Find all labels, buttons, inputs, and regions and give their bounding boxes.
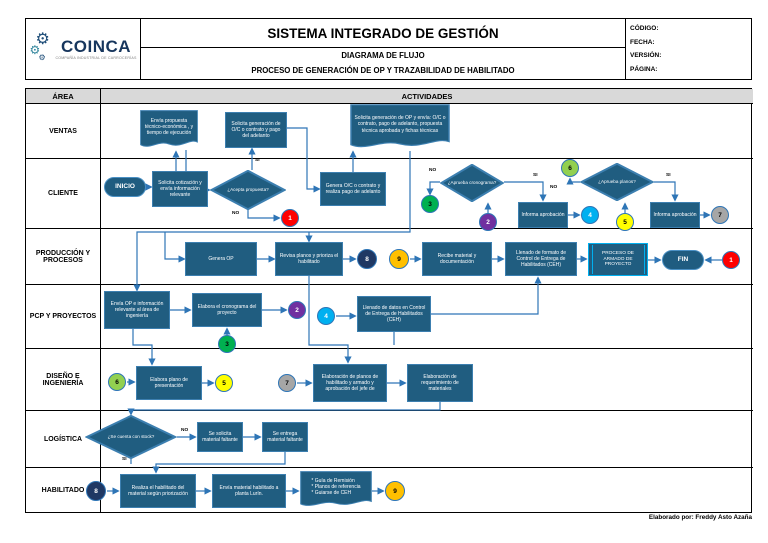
gear-icon: ⚙	[35, 31, 50, 48]
lane-pcp: PCP Y PROYECTOS	[26, 285, 753, 349]
meta-fecha: FECHA:	[630, 38, 655, 46]
lane-label-pcp: PCP Y PROYECTOS	[26, 285, 101, 348]
node-llenado-datos-ceh: Llenado de datos en Control de Entrega d…	[357, 296, 431, 332]
node-elaboracion-planos-habilitado: Elaboración de planos de habilitado y ar…	[313, 364, 387, 402]
edge-label-si: SI	[255, 158, 260, 163]
connector-circle-2-purple: 2	[288, 301, 306, 319]
edge-label-no: NO	[429, 168, 437, 173]
node-elaboracion-requerimiento: Elaboración de requerimiento de material…	[407, 364, 473, 402]
company-logo: ⚙ ⚙ ⚙ COINCA COMPAÑÍA INDUSTRIAL DE CARR…	[26, 19, 141, 79]
column-header-actividades: ACTIVIDADES	[401, 91, 453, 101]
connector-circle-3-green: 3	[218, 335, 236, 353]
lane-label-diseno: DISEÑO E INGENIERÍA	[26, 349, 101, 410]
node-solicita-generacion-oc: Solicita generación de O/C o contrato y …	[225, 112, 287, 148]
meta-codigo: CÓDIGO:	[630, 25, 659, 33]
node-genera-oc-contrato: Genera O/C o contrato y realiza pago de …	[320, 172, 386, 206]
node-solicita-cotizacion: Solicita cotización y envía información …	[152, 171, 208, 207]
meta-pagina: PÁGINA:	[630, 65, 658, 73]
node-elabora-cronograma: Elabora el cronograma del proyecto	[192, 293, 262, 327]
document-header: ⚙ ⚙ ⚙ COINCA COMPAÑÍA INDUSTRIAL DE CARR…	[25, 18, 752, 80]
node-realiza-habilitado: Realiza el habilitado del material según…	[120, 474, 196, 508]
connector-circle-4-cyan: 4	[317, 307, 335, 325]
connector-circle-2-purple: 2	[479, 213, 497, 231]
connector-circle-1-red: 1	[722, 251, 740, 269]
connector-circle-1-red: 1	[281, 209, 299, 227]
connector-circle-4-cyan: 4	[581, 206, 599, 224]
node-decision-stock: ¿Se cuenta con stock?	[85, 415, 177, 459]
page-subtitle-1: DIAGRAMA DE FLUJO	[341, 50, 425, 60]
table-header-row: ÁREA ACTIVIDADES	[26, 89, 753, 104]
logo-tagline: COMPAÑÍA INDUSTRIAL DE CARROCERÍAS	[55, 56, 137, 61]
node-proceso-armado-proyecto: PROCESO DE ARMADO DE PROYECTO	[588, 243, 648, 276]
lane-label-produccion: PRODUCCIÓN Y PROCESOS	[26, 229, 101, 284]
connector-circle-6-ltgreen: 6	[108, 373, 126, 391]
node-genera-op: Genera OP	[185, 242, 257, 276]
node-elabora-plano-presentacion: Elabora plano de presentación	[136, 366, 202, 400]
lane-label-ventas: VENTAS	[26, 104, 101, 158]
node-inicio: INICIO	[104, 177, 146, 197]
connector-circle-8-navy: 8	[86, 481, 106, 501]
node-recibe-material: Recibe material y documentación	[422, 242, 492, 276]
node-decision-aprueba-planos: ¿Aprueba planos?	[580, 163, 654, 201]
gear-icon: ⚙	[38, 53, 46, 62]
node-llenado-formato-ceh: Llenado de formato de Control de Entrega…	[505, 242, 577, 276]
node-decision-aprueba-cronograma: ¿Aprueba cronograma?	[440, 164, 504, 202]
node-entrega-material: Se entrega material faltante	[262, 422, 308, 452]
meta-version: VERSIÓN:	[630, 52, 662, 60]
document-meta: CÓDIGO: FECHA: VERSIÓN: PÁGINA:	[626, 19, 751, 79]
elaborado-por: Elaborado por: Freddy Asto Azaña	[648, 514, 752, 521]
node-informa-aprobacion-2: Informa aprobación	[650, 202, 700, 228]
connector-circle-9-amber: 9	[385, 481, 405, 501]
connector-circle-9-amber: 9	[389, 249, 409, 269]
edge-label-si: SI	[533, 173, 538, 178]
node-solicita-material: Se solicita material faltante	[197, 422, 243, 452]
connector-circle-7-gray: 7	[711, 206, 729, 224]
lane-label-cliente: CLIENTE	[26, 159, 101, 228]
connector-circle-5-yellow: 5	[616, 213, 634, 231]
node-revisa-planos: Revisa planos y prioriza el habilitado	[275, 242, 343, 276]
node-fin: FIN	[662, 250, 704, 270]
edge-label-si: SI	[122, 457, 127, 462]
edge-label-si: SI	[666, 173, 671, 178]
page-title: SISTEMA INTEGRADO DE GESTIÓN	[141, 19, 625, 48]
connector-circle-7-gray: 7	[278, 374, 296, 392]
page-subtitle-2: PROCESO DE GENERACIÓN DE OP Y TRAZABILID…	[251, 66, 515, 75]
edge-label-no: NO	[232, 211, 240, 216]
node-envia-material-lurin: Envía material habilitado a planta Lurín…	[212, 474, 286, 508]
edge-label-no: NO	[181, 428, 189, 433]
gear-icon: ⚙	[29, 43, 41, 57]
node-documentos-guias: * Guía de Remisión * Planos de referenci…	[300, 471, 372, 509]
logo-name: COINCA	[60, 36, 132, 56]
connector-circle-6-ltgreen: 6	[561, 159, 579, 177]
node-envia-op-ingenieria: Envía OP e información relevante al área…	[104, 291, 170, 329]
column-header-area: ÁREA	[26, 89, 101, 103]
edge-label-no: NO	[550, 185, 558, 190]
node-informa-aprobacion-1: Informa aprobación	[518, 202, 568, 228]
connector-circle-3-green: 3	[421, 195, 439, 213]
node-decision-acepta-propuesta: ¿Acepta propuesta?	[210, 170, 286, 210]
connector-circle-5-yellow: 5	[215, 374, 233, 392]
node-envia-propuesta: Envía propuesta técnico-económica , y ti…	[140, 110, 198, 150]
gears-icon: ⚙ ⚙ ⚙	[29, 32, 53, 66]
connector-circle-8-navy: 8	[357, 249, 377, 269]
node-solicita-generacion-op: Solicita generación de OP y envía: O/C o…	[350, 104, 450, 151]
